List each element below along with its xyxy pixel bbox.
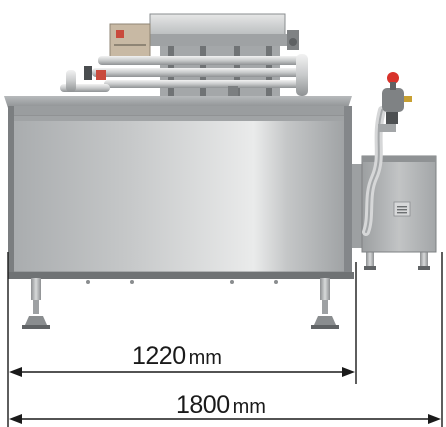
dimension-lines [7, 252, 443, 427]
dimension-unit: mm [232, 396, 266, 418]
dimension-value: 1800 [176, 391, 230, 419]
dimension-arrow-1800 [9, 414, 441, 424]
red-valve-icon [387, 72, 399, 84]
tank-rim [4, 96, 352, 108]
main-tank [8, 106, 354, 284]
upper-unit [60, 13, 308, 96]
side-unit [352, 72, 437, 253]
dimension-arrow-1220 [9, 367, 355, 377]
dimension-value: 1220 [132, 342, 186, 370]
machine-legs [22, 250, 430, 329]
dimension-unit: mm [188, 347, 222, 369]
